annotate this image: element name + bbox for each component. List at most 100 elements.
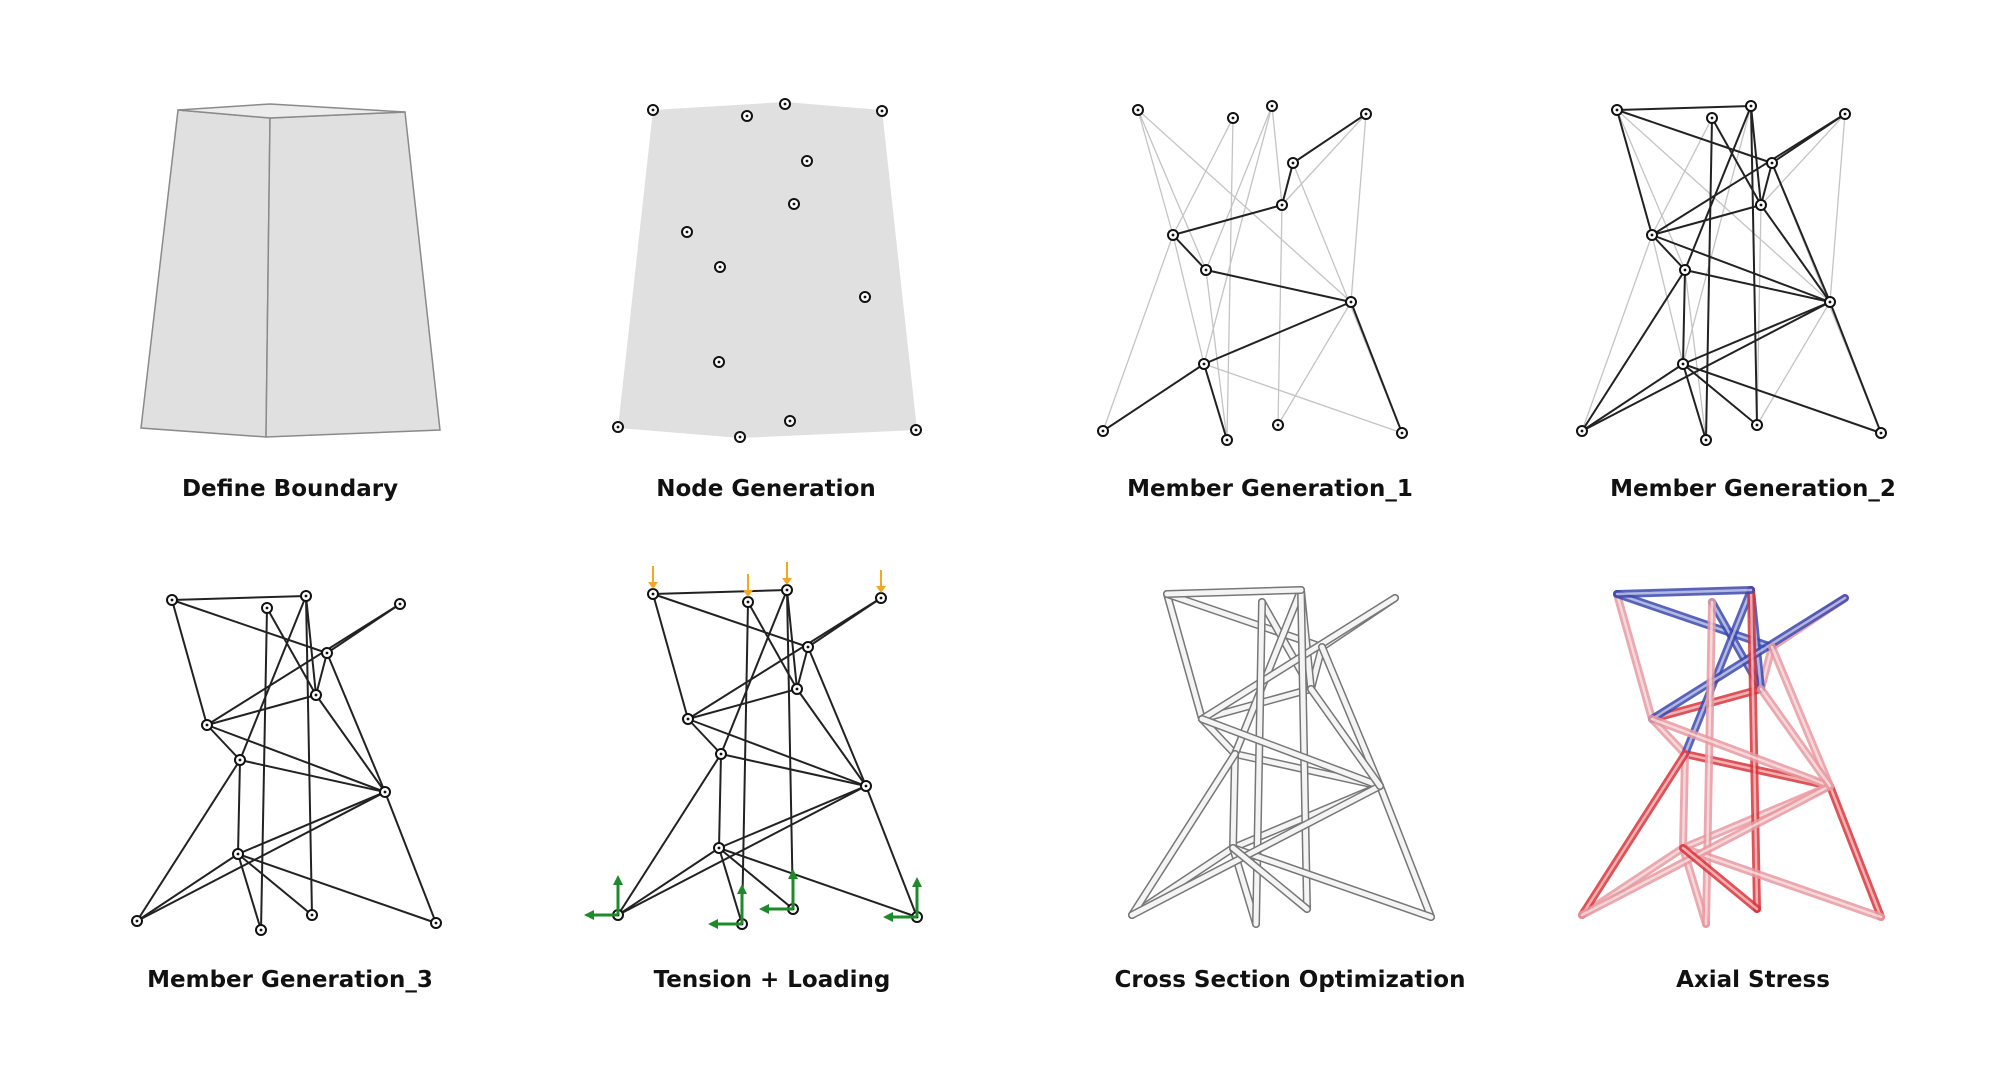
member-line [718,847,918,918]
tube-fill [1230,845,1310,912]
arrow-down-head [782,578,792,585]
cross-section-optimization-panel [1128,586,1435,928]
arrow-down-head [876,586,886,593]
member-line [237,853,262,931]
circle-node-dot [1291,161,1295,165]
tube-highlight [1681,846,1883,919]
member-generation-2-panel [1576,100,1887,446]
member-line [1172,234,1205,365]
member-line [1616,105,1752,111]
member-line [718,847,794,910]
circle-node-dot [238,758,242,762]
circle-node-dot [205,723,209,727]
tube-highlight [1683,588,1753,756]
tube-highlight [1681,752,1687,850]
tube-fill [1129,751,1238,918]
arrow-down-head [648,582,658,589]
arrow-down-head [743,590,753,597]
circle-node-dot [314,693,318,697]
tube-highlight [1650,717,1832,788]
member-line [1205,269,1352,303]
circle-node-dot [738,435,742,439]
circle-node-dot [788,419,792,423]
circle-node-dot [1615,108,1619,112]
circle-node-dot [1710,116,1714,120]
circle-node-dot [1843,112,1847,116]
member-line [807,646,867,787]
member-line [617,785,867,916]
circle-node-dot [1650,233,1654,237]
member-line [1651,113,1846,236]
member-line [1292,113,1367,164]
circle-node-dot [783,102,787,106]
circle-node-dot [1270,104,1274,108]
label-member-generation-3: Member Generation_3 [147,967,433,993]
member-line [1350,301,1403,434]
circle-node-dot [1225,438,1229,442]
member-line [1756,301,1831,426]
member-line [1137,109,1352,303]
member-line [687,688,798,720]
circle-node-dot [616,425,620,429]
member-line [1682,363,1707,441]
member-line [1172,117,1234,236]
member-line [1581,301,1831,432]
member-line [136,853,239,922]
label-node-generation: Node Generation [656,476,876,502]
member-line [1616,109,1773,164]
tube-highlight [1615,592,1774,649]
circle-node-dot [864,784,868,788]
member-generation-3-panel [131,590,442,936]
member-line [652,593,689,720]
member-line [1682,363,1882,434]
circle-node-dot [795,687,799,691]
circle-node-dot [259,928,263,932]
circle-node-dot [1171,233,1175,237]
member-line [136,791,386,922]
member-line [718,847,743,925]
member-line [1205,269,1228,441]
member-line [1651,234,1684,365]
support-arrow-up-head [912,877,922,887]
circle-node-dot [1704,438,1708,442]
member-line [1651,234,1686,271]
member-line [1829,113,1846,303]
support-arrow-left-head [883,912,893,922]
member-line [1271,105,1283,206]
circle-node-dot [1580,429,1584,433]
label-member-generation-2: Member Generation_2 [1610,476,1896,502]
circle-node-dot [1202,362,1206,366]
circle-node-dot [325,651,329,655]
support-arrow-up-head [788,869,798,879]
member-line [1682,269,1686,365]
member-line [1226,117,1234,441]
tension-loading-panel [584,562,923,930]
member-line [720,589,788,755]
member-line [617,847,720,916]
member-line [687,718,722,755]
circle-node-dot [1136,108,1140,112]
member-line [796,646,809,690]
circle-node-dot [718,265,722,269]
circle-node-dot [880,109,884,113]
member-line [652,593,809,648]
member-line [687,597,882,720]
member-line [171,599,208,726]
tube-highlight [1828,784,1883,919]
boundary-shape [618,102,917,438]
circle-node-dot [806,645,810,649]
circle-node-dot [1276,423,1280,427]
member-line [1684,269,1707,441]
member-line [1137,109,1174,236]
member-line [171,595,307,601]
member-line [617,753,722,916]
circle-node-dot [265,606,269,610]
member-line [1581,269,1686,432]
member-line [741,601,749,925]
tube-fill [1298,587,1310,912]
member-line [1682,105,1752,365]
tube-highlight [1580,784,1832,917]
tube-fill [1232,587,1304,757]
circle-node-dot [236,852,240,856]
